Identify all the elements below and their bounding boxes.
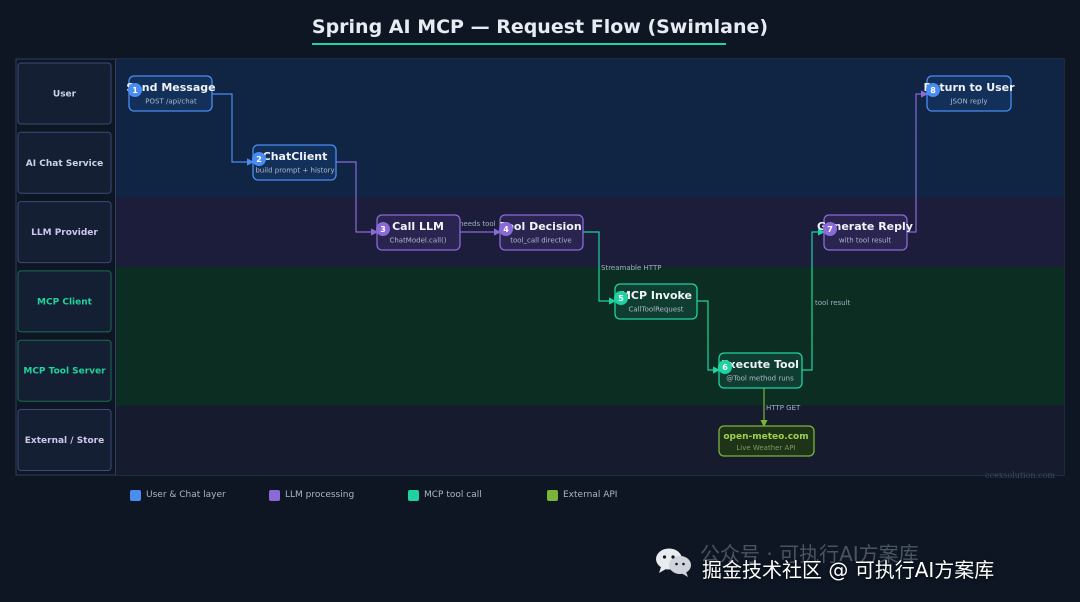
step-node-tool-decision: Tool Decision tool_call directive 4 — [499, 214, 584, 251]
edge-label-streamable-http: Streamable HTTP — [601, 264, 661, 272]
edge-5-to-6 — [697, 300, 721, 374]
node-subtitle: tool_call directive — [510, 237, 571, 245]
edge-2-to-3 — [336, 161, 379, 236]
legend-item-external: External API — [547, 489, 686, 501]
lane-bg-user — [116, 59, 1064, 129]
step-badge — [376, 222, 390, 236]
lane-bg-mcp-client — [116, 266, 1064, 337]
node-title: Tool Decision — [500, 220, 581, 233]
watermark: 掘金技术社区 @ 可执行AI方案库 — [654, 542, 994, 582]
step-badge — [823, 222, 837, 236]
node-title: Generate Reply — [817, 220, 913, 233]
legend-swatch — [269, 489, 280, 501]
legend-label: LLM processing — [285, 490, 355, 500]
lane-label-llm-provider: LLM Provider — [17, 201, 112, 264]
lane-label-mcp-tool-server: MCP Tool Server — [17, 339, 112, 402]
watermark-text: 掘金技术社区 @ 可执行AI方案库 — [702, 557, 995, 582]
step-number: 2 — [256, 155, 262, 164]
external-api-node-open-meteo: open-meteo.com Live Weather API — [718, 425, 815, 457]
lane-label-text: MCP Client — [37, 297, 93, 307]
node-title: Send Message — [126, 81, 215, 94]
edge-4-to-5 — [583, 231, 617, 305]
node-title: MCP Invoke — [620, 289, 692, 302]
node-subtitle: build prompt + history — [255, 167, 334, 175]
lane-label-text: AI Chat Service — [26, 159, 103, 169]
diagram-title: Spring AI MCP — Request Flow (Swimlane) — [311, 16, 769, 38]
lane-label-text: External / Store — [25, 436, 104, 446]
edge-1-to-2 — [212, 93, 255, 166]
node-subtitle: @Tool method runs — [726, 375, 794, 383]
edge-label-http-get: HTTP GET — [766, 404, 801, 412]
lane-label-user: User — [17, 62, 112, 125]
lane-bg-external-store — [116, 405, 1064, 475]
lane-label-text: MCP Tool Server — [23, 367, 106, 377]
step-badge — [718, 360, 732, 374]
legend-swatch — [408, 489, 419, 501]
lane-label-mcp-client: MCP Client — [17, 270, 112, 333]
legend-item-llm: LLM processing — [269, 489, 408, 501]
legend-swatch — [130, 489, 141, 501]
lane-label-text: User — [53, 90, 77, 100]
watermark-ghost-text: 公众号 · 可执行AI方案库 — [700, 542, 919, 566]
node-subtitle: with tool result — [839, 237, 892, 245]
step-badge — [252, 152, 266, 166]
step-node-mcp-invoke: MCP Invoke CallToolRequest 5 — [614, 283, 698, 320]
wechat-icon — [656, 548, 691, 577]
lane-label-text: LLM Provider — [31, 228, 98, 238]
legend: User & Chat layer LLM processing MCP too… — [130, 488, 686, 502]
node-title: ChatClient — [263, 150, 328, 163]
edge-7-to-8 — [907, 90, 929, 233]
legend-label: MCP tool call — [424, 490, 482, 500]
step-number: 1 — [132, 86, 138, 95]
legend-item-mcp: MCP tool call — [408, 489, 547, 501]
edge-label-tool-result: tool result — [815, 299, 851, 307]
legend-label: User & Chat layer — [146, 490, 226, 500]
node-title: Return to User — [923, 81, 1015, 94]
step-node-chatclient: ChatClient build prompt + history 2 — [252, 144, 337, 181]
watermark-domain: ccexsolution.com — [985, 471, 1056, 480]
legend-item-user-chat: User & Chat layer — [130, 489, 269, 501]
title-underline — [312, 43, 726, 45]
node-subtitle: CallToolRequest — [628, 306, 683, 314]
lane-bg-mcp-tool-server — [116, 336, 1064, 406]
edge-6-to-7 — [802, 228, 826, 371]
edge-label-needs-tool: needs tool — [459, 220, 496, 228]
node-subtitle: JSON reply — [949, 98, 987, 106]
step-number: 8 — [930, 86, 936, 95]
step-number: 4 — [503, 225, 509, 234]
step-node-return-to-user: Return to User JSON reply 8 — [923, 75, 1015, 112]
legend-label: External API — [563, 490, 618, 500]
lane-label-external-store: External / Store — [17, 409, 112, 471]
step-badge — [926, 83, 940, 97]
step-number: 5 — [618, 294, 624, 303]
node-title: Execute Tool — [721, 358, 799, 371]
step-number: 3 — [380, 225, 386, 234]
step-number: 7 — [827, 225, 833, 234]
node-subtitle: Live Weather API — [736, 444, 795, 452]
step-badge — [128, 83, 142, 97]
legend-swatch — [547, 489, 558, 501]
step-badge — [499, 222, 513, 236]
step-node-execute-tool: Execute Tool @Tool method runs 6 — [718, 352, 803, 389]
node-title: open-meteo.com — [723, 432, 808, 442]
step-node-send-message: Send Message POST /api/chat 1 — [126, 75, 216, 112]
lane-label-ai-chat-service: AI Chat Service — [17, 131, 112, 194]
step-node-call-llm: Call LLM ChatModel.call() 3 — [376, 214, 461, 251]
step-node-generate-reply: Generate Reply with tool result 7 — [817, 214, 913, 251]
node-title: Call LLM — [392, 220, 444, 233]
step-number: 6 — [722, 363, 728, 372]
step-badge — [614, 291, 628, 305]
node-subtitle: ChatModel.call() — [389, 237, 446, 245]
node-subtitle: POST /api/chat — [145, 98, 197, 106]
